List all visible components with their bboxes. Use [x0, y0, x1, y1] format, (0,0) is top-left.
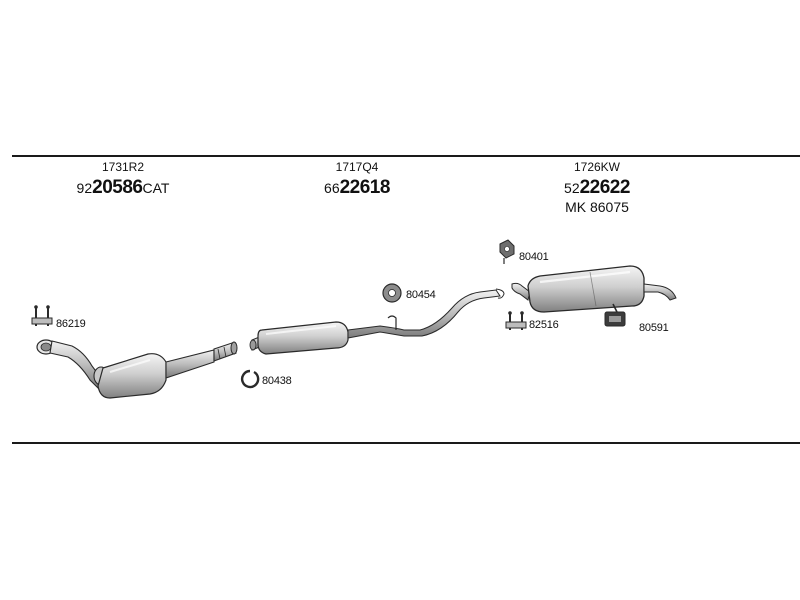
front-pipe-catalytic-converter	[36, 339, 238, 399]
middle-part-prefix: 66	[324, 180, 340, 196]
rear-silencer	[511, 265, 677, 313]
u-bolt-clamp-icon	[31, 305, 53, 326]
part-label-82516: 82516	[529, 319, 559, 331]
front-part-main: 20586	[92, 177, 143, 198]
top-divider-line	[12, 155, 800, 157]
part-label-80401: 80401	[519, 251, 549, 263]
part-label-80591: 80591	[639, 322, 669, 334]
rear-part-number: 5222622	[537, 178, 657, 197]
rubber-ring-icon	[240, 369, 260, 389]
front-part-prefix: 92	[76, 180, 93, 196]
rear-part-prefix: 52	[564, 180, 580, 196]
part-label-80438: 80438	[262, 375, 292, 387]
section-front-label: 1731R2 9220586CAT	[58, 161, 188, 197]
rubber-mount-icon	[499, 239, 515, 264]
front-part-suffix: CAT	[142, 180, 170, 196]
part-label-86219: 86219	[56, 318, 86, 330]
middle-ref-code: 1717Q4	[335, 160, 379, 174]
middle-part-main: 22618	[339, 177, 391, 198]
rubber-ring-icon	[382, 283, 402, 303]
bottom-divider-line	[12, 442, 800, 444]
rear-mount-kit: MK 86075	[565, 199, 629, 215]
front-part-number: 9220586CAT	[58, 178, 188, 197]
middle-silencer	[249, 288, 505, 355]
u-bolt-clamp-icon	[505, 311, 527, 330]
rear-part-main: 22622	[579, 177, 631, 198]
section-middle-label: 1717Q4 6622618	[297, 161, 417, 197]
rear-ref-code: 1726KW	[573, 160, 621, 174]
part-label-80454: 80454	[406, 289, 436, 301]
hanger-bracket-icon	[604, 303, 626, 327]
section-rear-label: 1726KW 5222622 MK 86075	[537, 161, 657, 214]
middle-part-number: 6622618	[297, 178, 417, 197]
front-ref-code: 1731R2	[101, 160, 145, 174]
